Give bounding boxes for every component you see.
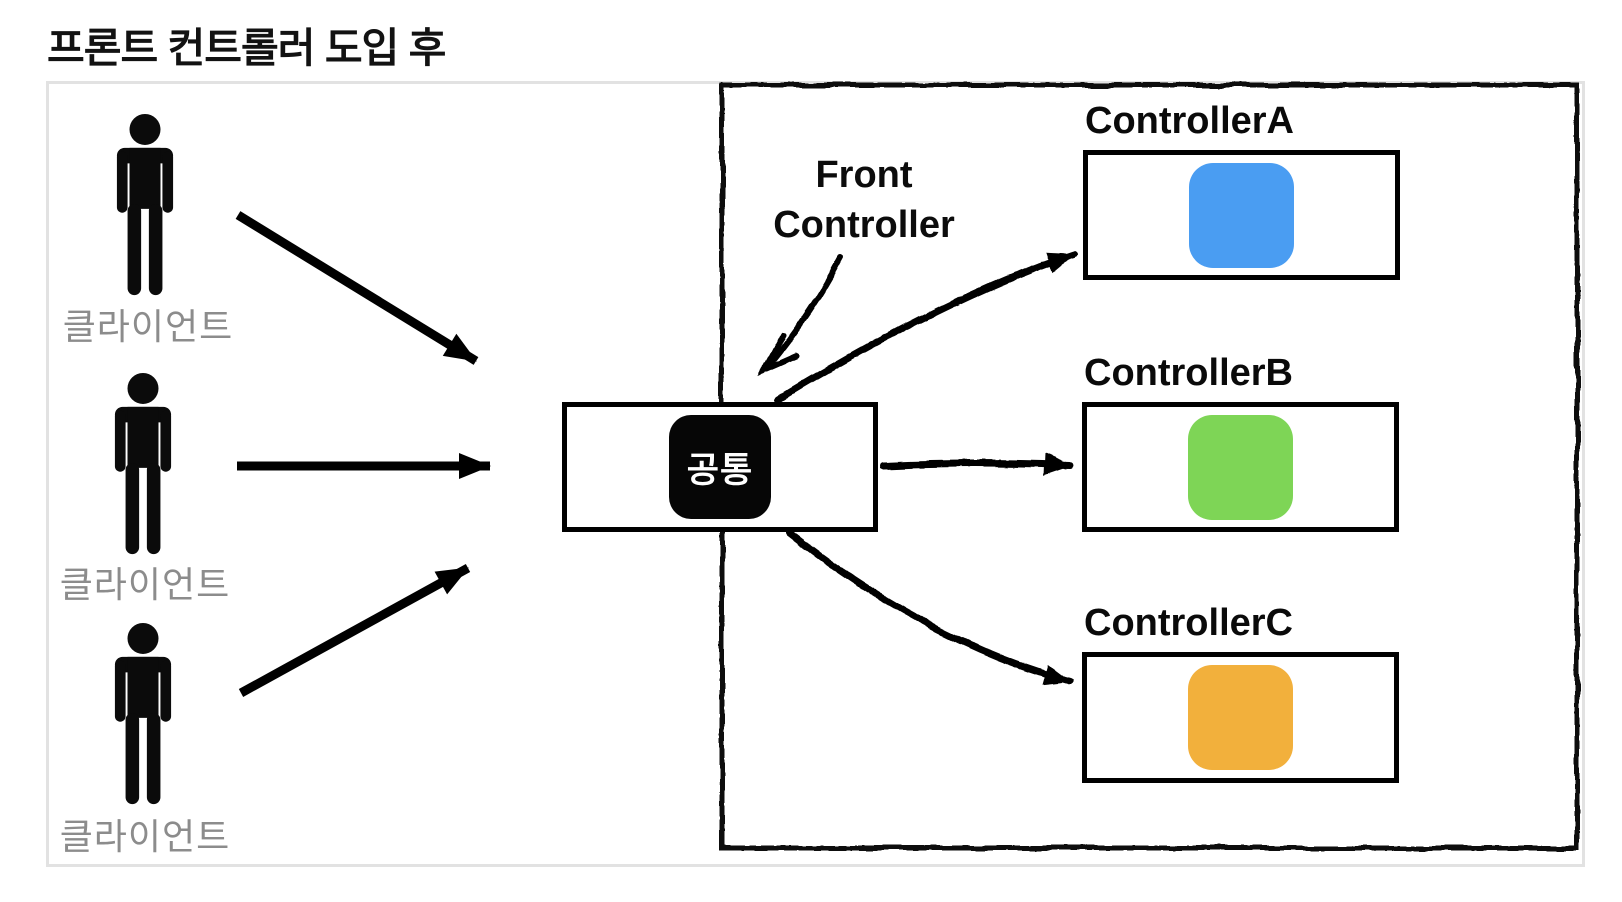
controller-b-chip (1188, 414, 1293, 520)
person-icon (114, 622, 172, 805)
controller-b-box (1082, 402, 1399, 532)
front-controller-annotation-line2: Controller (773, 204, 955, 246)
controller-c-chip (1188, 665, 1293, 770)
client-3-label: 클라이언트 (59, 816, 231, 857)
controller-c-box (1082, 652, 1399, 783)
client-1 (111, 113, 179, 302)
person-icon (116, 113, 174, 296)
front-controller-annotation: Front Controller (744, 150, 984, 250)
controller-a-label: ControllerA (1085, 100, 1294, 142)
person-icon (114, 372, 172, 555)
controller-a-chip (1189, 162, 1294, 268)
controller-c-label: ControllerC (1084, 602, 1293, 644)
controller-a-box (1083, 150, 1400, 280)
common-logic-badge: 공통 (669, 415, 771, 519)
page-title: 프론트 컨트롤러 도입 후 (47, 25, 446, 71)
client-2-label: 클라이언트 (59, 564, 231, 605)
client-2 (109, 372, 177, 561)
client-3 (109, 622, 177, 811)
front-controller-box: 공통 (562, 402, 878, 532)
client-1-label: 클라이언트 (62, 306, 234, 347)
controller-b-label: ControllerB (1084, 352, 1293, 394)
front-controller-annotation-line1: Front (815, 154, 913, 196)
